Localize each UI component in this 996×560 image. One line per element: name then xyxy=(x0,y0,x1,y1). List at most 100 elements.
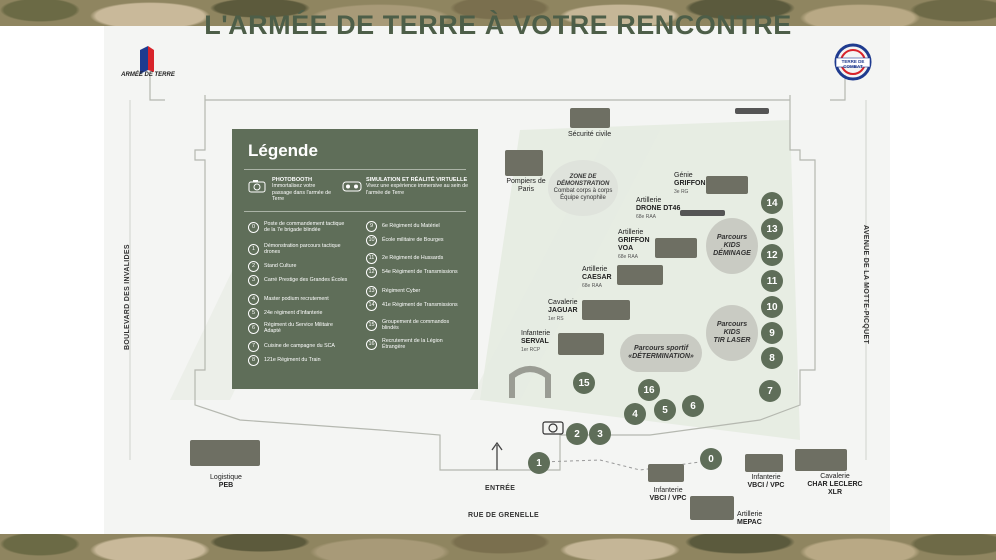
parcours-kids-deminage[interactable]: Parcours KIDS DÉMINAGE xyxy=(706,218,758,274)
camo-border-top xyxy=(0,0,996,26)
location-marker-12[interactable]: 12 xyxy=(761,244,783,266)
legend-number: 11 xyxy=(366,253,377,264)
legend-vr: SIMULATION ET RÉALITÉ VIRTUELLE Vivez un… xyxy=(366,177,470,196)
vbci1-line2: VBCI / VPC xyxy=(649,495,687,502)
location-marker-3[interactable]: 3 xyxy=(589,423,611,445)
caesar-label: Artillerie CAESAR 68e RAA xyxy=(582,266,612,290)
location-marker-13[interactable]: 13 xyxy=(761,218,783,240)
logo-left-text: ARMÉE DE TERRE xyxy=(121,72,175,78)
securite-civile-label: Sécurité civile xyxy=(568,131,612,138)
legend-label: Master podium recrutement xyxy=(264,296,329,303)
serval-line3: 1er RCP xyxy=(521,347,541,353)
logo-right-text: TERRE DE COMBAT xyxy=(841,59,865,69)
legend-item-0: 0 Poste de commandement tactique de la 7e… xyxy=(248,221,348,233)
photobooth-title: PHOTOBOOTH xyxy=(272,177,312,183)
leclerc-line1: Cavalerie xyxy=(820,473,850,480)
legend-label: 121e Régiment du Train xyxy=(264,357,321,364)
location-marker-5[interactable]: 5 xyxy=(654,399,676,421)
location-marker-4[interactable]: 4 xyxy=(624,403,646,425)
vbci-vehicle-2 xyxy=(745,454,783,472)
legend-label: 6e Régiment du Matériel xyxy=(382,223,440,230)
kids2-line1: Parcours xyxy=(716,321,748,328)
drone-line2: DRONE DT46 xyxy=(636,205,681,212)
parcours-sportif[interactable]: Parcours sportif «DÉTERMINATION» xyxy=(620,334,702,372)
road-left-label: BOULEVARD DES INVALIDES xyxy=(124,244,131,350)
mepac-label: Artillerie MEPAC xyxy=(737,511,762,527)
logistique-line1: Logistique xyxy=(210,474,242,481)
legend-number: 13 xyxy=(366,286,377,297)
genie-line1: Génie xyxy=(674,172,693,179)
vr-headset-icon xyxy=(342,181,362,192)
zone-demo-line1: Combat corps à corps xyxy=(553,188,613,194)
legend-separator xyxy=(244,211,466,212)
legend-label: Poste de commandement tactique de la 7e … xyxy=(264,221,345,234)
location-marker-15[interactable]: 15 xyxy=(573,372,595,394)
photobooth-desc: Immortalisez votre passage dans l'armée … xyxy=(272,183,332,202)
location-marker-9[interactable]: 9 xyxy=(761,322,783,344)
peb-truck xyxy=(190,440,260,466)
legend-number: 16 xyxy=(366,338,377,350)
mepac-line1: Artillerie xyxy=(737,511,763,518)
location-marker-10[interactable]: 10 xyxy=(761,296,783,318)
legend-label: Groupement de commandos blindés xyxy=(382,319,450,332)
legend-number: 5 xyxy=(248,308,259,319)
mepac-line2: MEPAC xyxy=(737,519,762,526)
zone-demo-title: ZONE DE DÉMONSTRATION xyxy=(556,174,610,187)
legend-number: 2 xyxy=(248,261,259,272)
kids1-line1: Parcours xyxy=(716,234,748,241)
serval-line2: SERVAL xyxy=(521,338,549,345)
location-marker-16[interactable]: 16 xyxy=(638,379,660,401)
location-marker-7[interactable]: 7 xyxy=(759,380,781,402)
page-title: L'ARMÉE DE TERRE À VOTRE RENCONTRE xyxy=(204,10,792,40)
vr-title: SIMULATION ET RÉALITÉ VIRTUELLE xyxy=(366,177,468,183)
legend-label: Carré Prestige des Grandes Écoles xyxy=(264,277,348,284)
griffon-voa-line1: Artillerie xyxy=(618,229,644,236)
drone-dt46 xyxy=(680,210,725,216)
vr-desc: Vivez une expérience immersive au sein d… xyxy=(366,183,469,196)
drone-icon xyxy=(735,108,769,114)
logistique-label: Logistique PEB xyxy=(206,474,246,490)
pompiers-label: Pompiers de Paris xyxy=(506,178,546,193)
location-marker-2[interactable]: 2 xyxy=(566,423,588,445)
drone-label: Artillerie DRONE DT46 68e RAA xyxy=(636,197,680,221)
location-marker-14[interactable]: 14 xyxy=(761,192,783,214)
legend-number: 0 xyxy=(248,221,259,233)
vbci2-label: Infanterie VBCI / VPC xyxy=(744,474,788,490)
jaguar-line1: Cavalerie xyxy=(548,299,578,306)
location-marker-8[interactable]: 8 xyxy=(761,347,783,369)
leclerc-line2: CHAR LECLERC xyxy=(807,481,863,488)
legend-number: 10 xyxy=(366,235,377,246)
vbci1-line1: Infanterie xyxy=(653,487,683,494)
legend-label: École militaire de Bourges xyxy=(382,237,444,244)
serval-label: Infanterie SERVAL 1er RCP xyxy=(521,330,550,354)
location-marker-6[interactable]: 6 xyxy=(682,395,704,417)
vbci2-line1: Infanterie xyxy=(751,474,781,481)
parcours-kids-tir-laser[interactable]: Parcours KIDS TIR LASER xyxy=(706,305,758,361)
road-right-label: AVENUE DE LA MOTTE-PICQUET xyxy=(862,225,869,345)
genie-line2: GRIFFON xyxy=(674,180,706,187)
location-marker-11[interactable]: 11 xyxy=(761,270,783,292)
zone-demonstration[interactable]: ZONE DE DÉMONSTRATION Combat corps à cor… xyxy=(548,160,618,216)
kids1-line2: KIDS xyxy=(723,242,741,249)
legend-label: Recrutement de la Légion Étrangère xyxy=(382,338,443,351)
caesar-line3: 68e RAA xyxy=(582,283,603,289)
legend-label: 2e Régiment de Hussards xyxy=(382,255,444,262)
legend-item-16: 16 Recrutement de la Légion Étrangère xyxy=(366,338,466,350)
outer-wall xyxy=(149,75,846,101)
location-marker-1[interactable]: 1 xyxy=(528,452,550,474)
location-marker-0[interactable]: 0 xyxy=(700,448,722,470)
jaguar-vehicle xyxy=(582,300,630,320)
genie-line3: 3e RG xyxy=(674,189,689,195)
leclerc-line3: XLR xyxy=(828,489,842,496)
camo-border-bottom xyxy=(0,534,996,560)
entrance-arrow-icon xyxy=(491,441,503,470)
legend-label: Régiment Cyber xyxy=(382,288,421,295)
vbci2-line2: VBCI / VPC xyxy=(747,482,785,489)
kids2-line2: KIDS xyxy=(723,329,741,336)
